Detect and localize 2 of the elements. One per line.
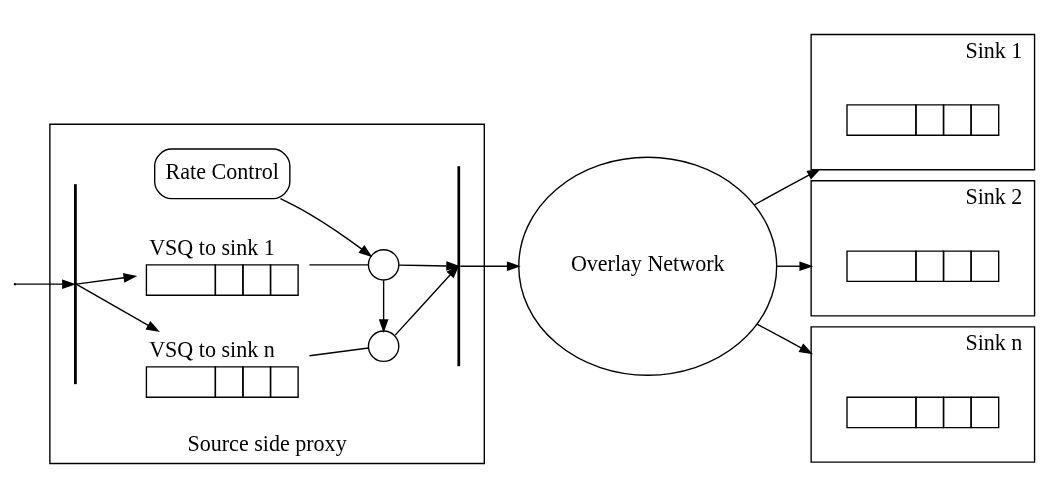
node-label: VSQ to sink 1 (149, 234, 275, 260)
node-label: VSQ to sink n (149, 336, 275, 362)
